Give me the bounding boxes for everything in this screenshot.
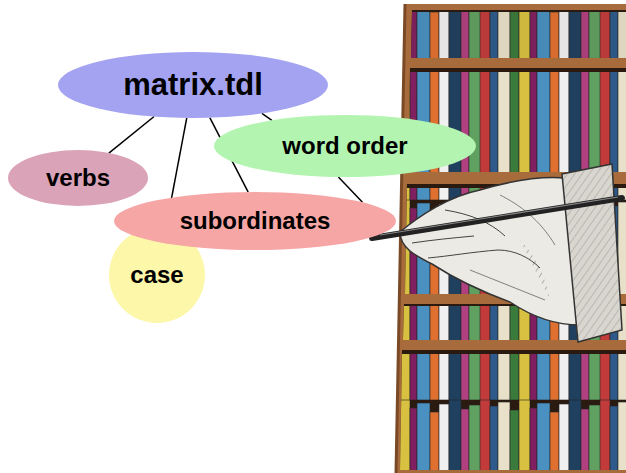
node-label: verbs xyxy=(46,165,110,191)
node-label: word order xyxy=(282,133,407,159)
topic-ellipse: word order xyxy=(214,115,476,177)
connector-line xyxy=(262,113,272,120)
node-label: matrix.tdl xyxy=(123,68,263,102)
node-label: subordinates xyxy=(180,208,331,234)
topic-ellipse: subordinates xyxy=(114,192,396,250)
topic-ellipse: matrix.tdl xyxy=(58,52,328,118)
node-label: case xyxy=(130,262,183,288)
bookshelf xyxy=(396,4,626,473)
hand-illustration xyxy=(372,164,622,342)
connector-line xyxy=(109,116,154,153)
topic-ellipse: verbs xyxy=(8,150,148,206)
